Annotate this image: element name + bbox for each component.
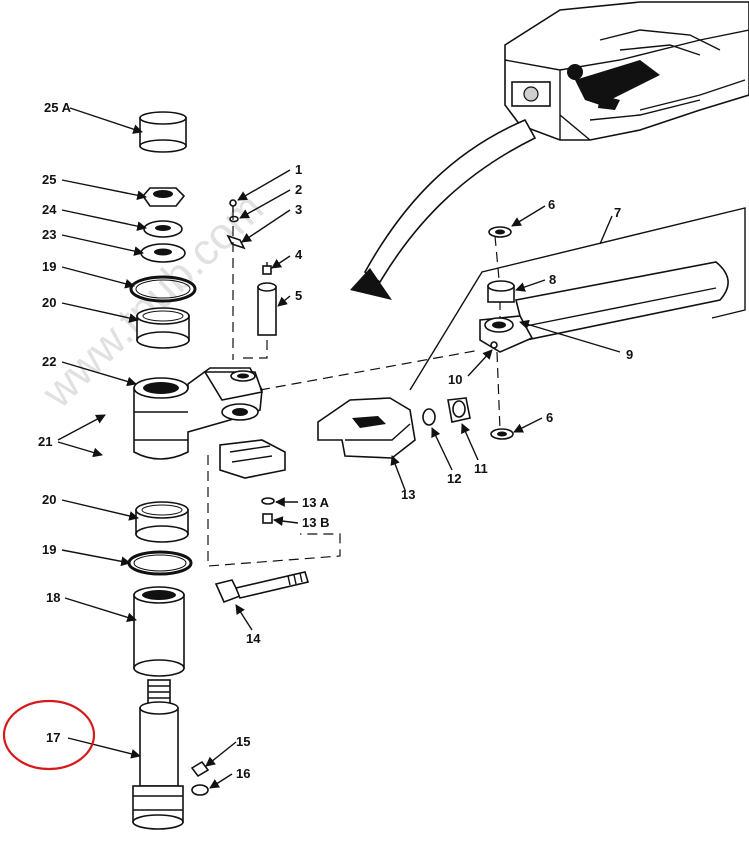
part-20-bushing-bottom: [135, 501, 189, 543]
callout-6-top: 6: [548, 197, 555, 212]
callout-15: 15: [236, 734, 250, 749]
part-22-steering-arm: [133, 367, 286, 479]
callout-1: 1: [295, 162, 302, 177]
vehicle-inset-illustration: [504, 1, 749, 141]
callout-9: 9: [626, 347, 633, 362]
callout-8: 8: [549, 272, 556, 287]
callout-25: 25: [42, 172, 56, 187]
part-13a-washer: [261, 497, 275, 505]
callout-7: 7: [614, 205, 621, 220]
callout-16: 16: [236, 766, 250, 781]
callout-25a: 25 A: [44, 100, 72, 115]
part-16-clip: [191, 784, 209, 796]
callout-20-top: 20: [42, 295, 56, 310]
part-2-washer: [229, 215, 239, 223]
callout-22: 22: [42, 354, 56, 369]
part-18-sleeve: [133, 586, 185, 677]
part-20-bushing-top: [136, 307, 190, 349]
callout-17: 17: [46, 730, 60, 745]
callout-13: 13: [401, 487, 415, 502]
part-13-block: [317, 397, 416, 459]
part-15-fitting: [190, 760, 210, 778]
assembly-line-bolt: [207, 455, 341, 567]
part-8-bushing: [487, 280, 515, 303]
callout-24: 24: [42, 202, 57, 217]
callout-18: 18: [46, 590, 60, 605]
callout-6-bottom: 6: [546, 410, 553, 425]
callout-19-top: 19: [42, 259, 56, 274]
part-19-seal-ring-top: [129, 275, 197, 303]
part-6-bushing-bottom: [490, 428, 514, 440]
callout-23: 23: [42, 227, 56, 242]
assembly-line-pin: [238, 340, 268, 359]
callout-5: 5: [295, 288, 302, 303]
part-1-screw: [229, 199, 237, 212]
part-25-nut: [141, 187, 186, 207]
part-10-fitting: [490, 341, 498, 349]
part-6-bushing-top: [488, 226, 512, 238]
callout-13b: 13 B: [302, 515, 329, 530]
callout-2: 2: [295, 182, 302, 197]
callout-labels: 25 A 25 24 23 19 20 22 21 20 19 18 17 1 …: [38, 100, 633, 781]
callout-13a: 13 A: [302, 495, 330, 510]
callout-4: 4: [295, 247, 303, 262]
part-13b-screw: [262, 513, 273, 524]
assembly-line-arm: [259, 349, 481, 391]
callout-21: 21: [38, 434, 52, 449]
callout-19-bottom: 19: [42, 542, 56, 557]
callout-3: 3: [295, 202, 302, 217]
callout-12: 12: [447, 471, 461, 486]
part-4-fitting: [262, 262, 272, 275]
callout-20-bottom: 20: [42, 492, 56, 507]
assembly-line-right-lower: [496, 351, 501, 431]
part-17-spindle: [132, 679, 184, 830]
part-5-pin: [257, 282, 277, 336]
callout-11: 11: [474, 461, 488, 476]
part-3-clip: [226, 234, 246, 250]
leader-lines: [57, 107, 621, 789]
callout-10: 10: [448, 372, 462, 387]
part-25a-cap: [139, 111, 187, 153]
part-12-ring: [422, 408, 436, 426]
inset-arrow-body: [363, 118, 537, 284]
part-7-tube-assembly: [409, 207, 746, 391]
highlight-circle: [2, 699, 96, 771]
callout-14: 14: [246, 631, 261, 646]
part-11-bushing: [447, 397, 471, 423]
part-14-bolt: [214, 571, 310, 604]
